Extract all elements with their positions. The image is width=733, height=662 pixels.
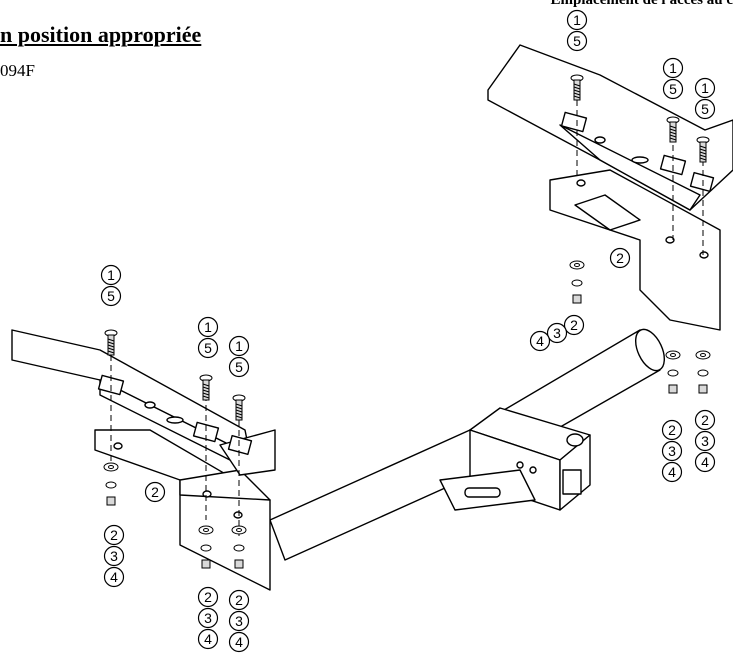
callout-top-right-bolt-b: 5 [662, 78, 684, 100]
callout-top-right-bolt-a: 1 [566, 9, 588, 31]
callout-left-bolt-b: 5 [197, 337, 219, 359]
callout-bottom-stack-b: 4 [228, 631, 250, 653]
washer-nut-stack [665, 350, 681, 394]
callout-left-bolt-c: 5 [228, 356, 250, 378]
carriage-bolt [232, 394, 246, 421]
callout-number: 2 [204, 589, 212, 605]
callout-bottom-stack-a: 3 [197, 607, 219, 629]
washer-nut-stack [103, 462, 119, 506]
carriage-bolt [104, 329, 118, 356]
callout-top-right-bolt-b: 1 [662, 57, 684, 79]
callout-number: 2 [616, 250, 624, 266]
callout-number: 1 [669, 60, 677, 76]
callout-number: 3 [701, 433, 709, 449]
left-frame-bracket [11, 329, 276, 476]
carriage-bolt [666, 116, 680, 143]
callout-left-washer: 2 [144, 481, 166, 503]
callout-right-stack-b: 3 [694, 430, 716, 452]
callout-bottom-stack-b: 3 [228, 610, 250, 632]
callout-top-right-washer: 2 [609, 247, 631, 269]
callout-left-bolt-c: 1 [228, 335, 250, 357]
callout-left-stack: 3 [103, 545, 125, 567]
carriage-bolt [696, 136, 710, 163]
left-side-plate [94, 429, 271, 591]
hardware-layer [103, 74, 711, 569]
callout-number: 3 [553, 325, 561, 341]
callout-number: 2 [110, 527, 118, 543]
right-frame-bracket [487, 44, 733, 211]
callout-number: 4 [204, 631, 212, 647]
callout-number: 1 [204, 319, 212, 335]
instruction-heading: n position appropriée [0, 22, 202, 47]
callout-number: 3 [668, 443, 676, 459]
washer-nut-stack [695, 350, 711, 394]
callout-number: 4 [110, 569, 118, 585]
callout-number: 3 [204, 610, 212, 626]
callout-left-stack: 2 [103, 524, 125, 546]
callout-number: 2 [151, 484, 159, 500]
callout-number: 5 [669, 81, 677, 97]
callout-top-right-stack: 4 [529, 330, 551, 352]
callout-number: 2 [235, 592, 243, 608]
callout-top-right-bolt-c: 5 [694, 98, 716, 120]
callout-number: 2 [668, 422, 676, 438]
callout-number: 5 [204, 340, 212, 356]
washer-nut-stack [231, 525, 247, 569]
part-number: 094F [0, 61, 35, 80]
callout-number: 5 [701, 101, 709, 117]
access-location-note: Emplacement de l'accès au c [550, 0, 733, 8]
callout-number: 1 [701, 80, 709, 96]
callout-right-stack-a: 2 [661, 419, 683, 441]
callout-bottom-stack-a: 4 [197, 628, 219, 650]
callout-number: 4 [668, 464, 676, 480]
callout-number: 2 [570, 317, 578, 333]
callout-number: 5 [573, 33, 581, 49]
callout-number: 4 [536, 333, 544, 349]
callout-top-right-stack: 3 [546, 322, 568, 344]
callout-number: 1 [235, 338, 243, 354]
callout-number: 3 [235, 613, 243, 629]
callout-number: 3 [110, 548, 118, 564]
callout-left-bolt-a: 1 [100, 264, 122, 286]
callout-left-bolt-a: 5 [100, 285, 122, 307]
callout-number: 4 [701, 454, 709, 470]
callout-right-stack-a: 4 [661, 461, 683, 483]
callout-number: 1 [107, 267, 115, 283]
washer-nut-stack [569, 260, 585, 304]
carriage-bolt [199, 374, 213, 401]
callout-right-stack-a: 3 [661, 440, 683, 462]
carriage-bolt [570, 74, 584, 101]
callout-number: 4 [235, 634, 243, 650]
right-side-plate [549, 169, 721, 331]
callout-left-stack: 4 [103, 566, 125, 588]
callout-number: 2 [701, 412, 709, 428]
callout-bottom-stack-b: 2 [228, 589, 250, 611]
callout-top-right-stack: 2 [563, 314, 585, 336]
callout-right-stack-b: 2 [694, 409, 716, 431]
callout-number: 5 [107, 288, 115, 304]
assembly-centerlines [110, 90, 704, 540]
callout-top-right-bolt-c: 1 [694, 77, 716, 99]
receiver-box [439, 407, 591, 511]
callout-number: 5 [235, 359, 243, 375]
callout-top-right-bolt-a: 5 [566, 30, 588, 52]
callout-bottom-stack-a: 2 [197, 586, 219, 608]
washer-nut-stack [198, 525, 214, 569]
callout-number: 1 [573, 12, 581, 28]
callout-right-stack-b: 4 [694, 451, 716, 473]
callout-left-bolt-b: 1 [197, 316, 219, 338]
